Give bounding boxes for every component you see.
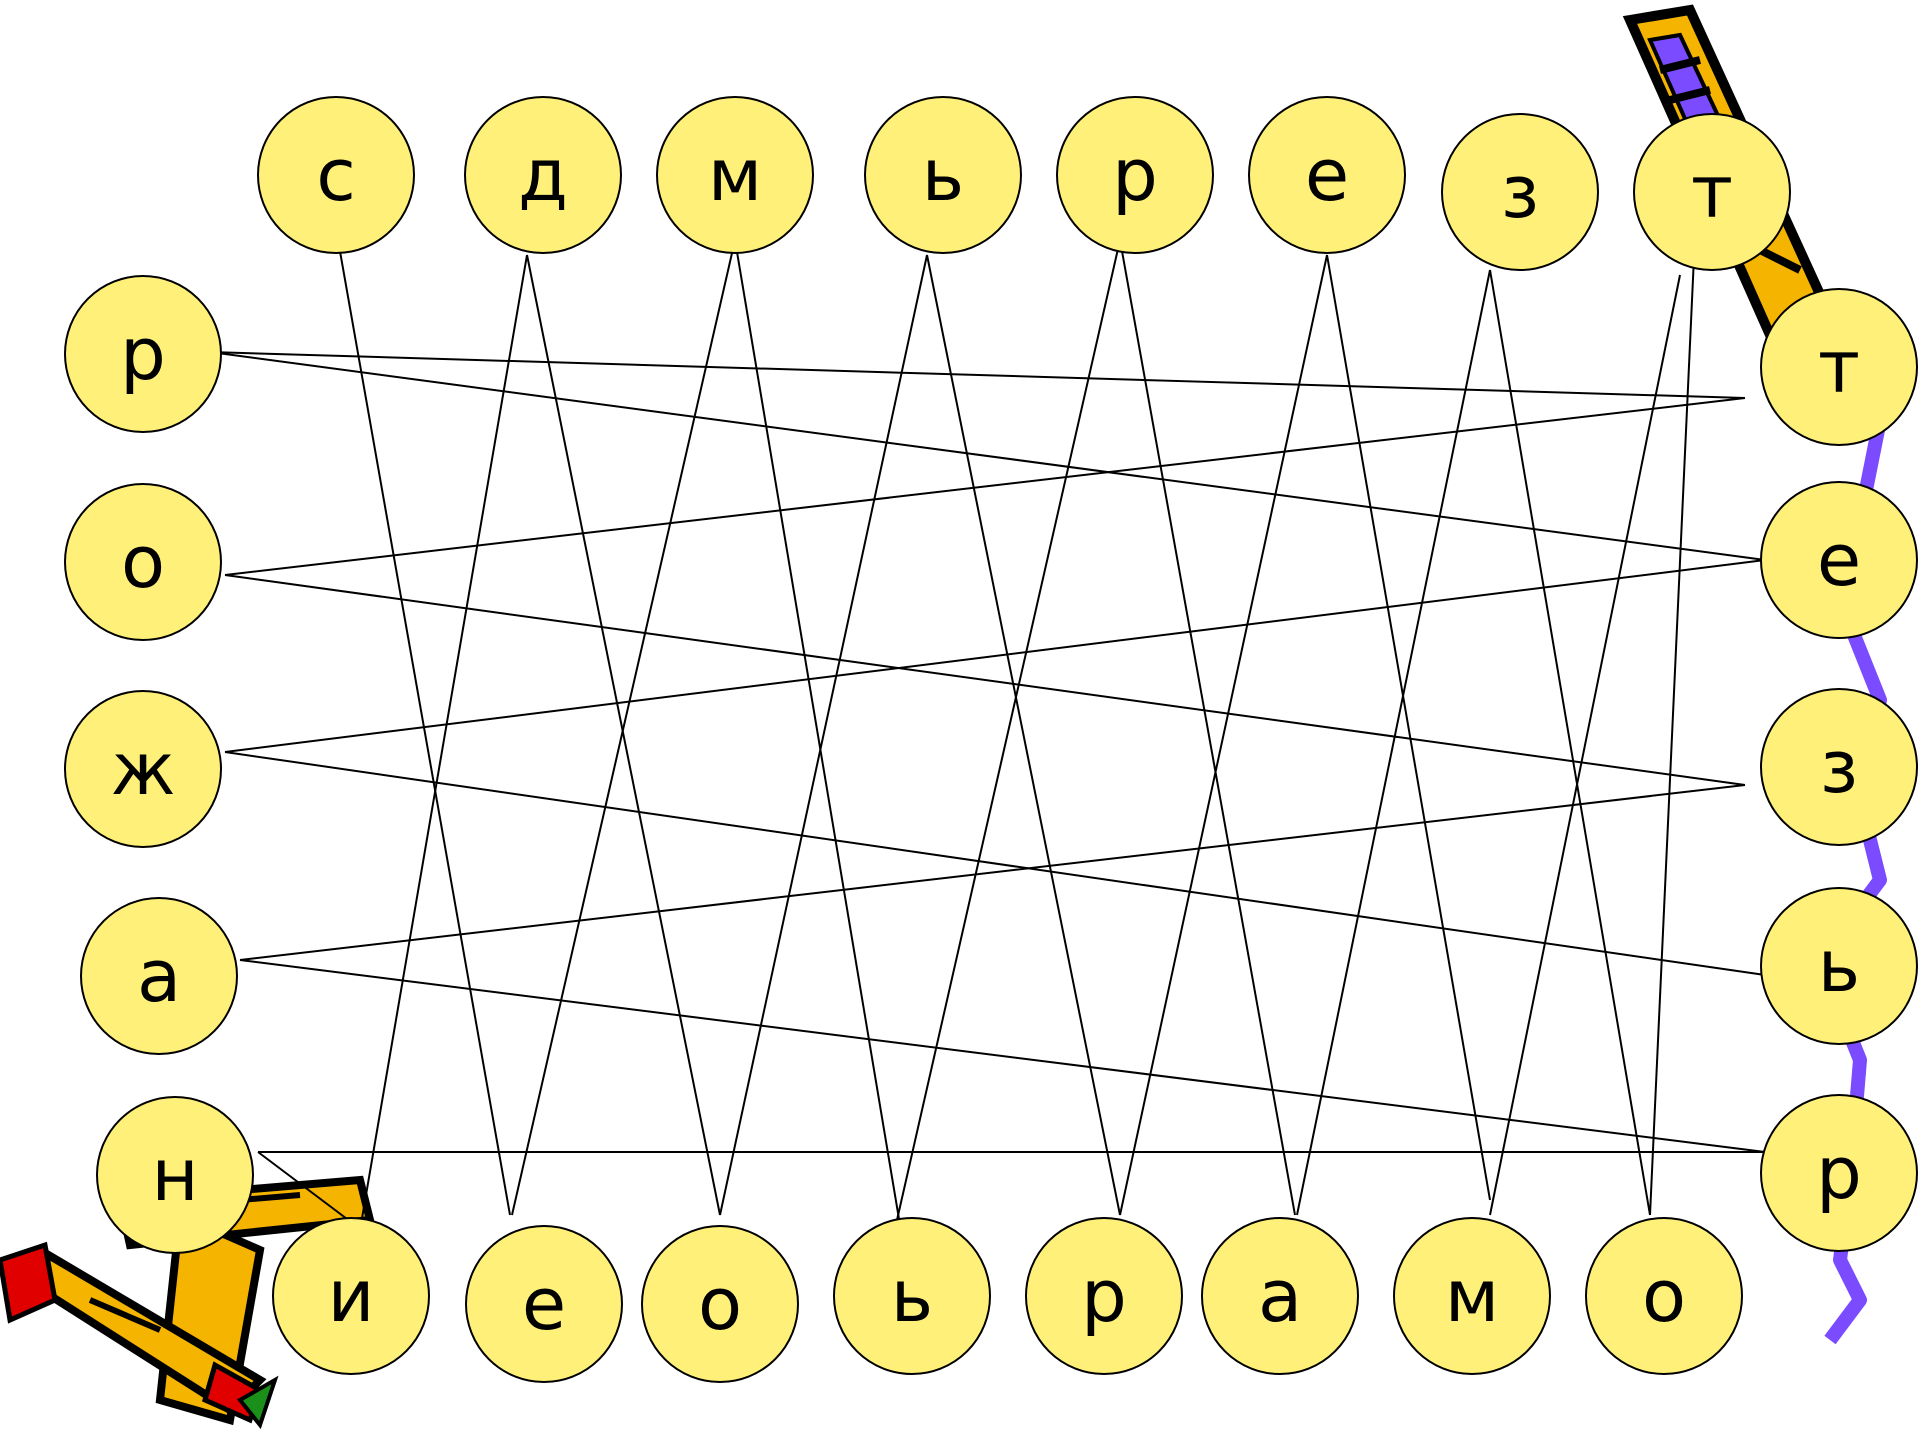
connector-line [512, 240, 735, 1215]
top-letter: е [1305, 139, 1349, 211]
top-letter-circle[interactable]: т [1633, 113, 1791, 271]
bottom-letter: о [1642, 1260, 1686, 1332]
bottom-letter-circle[interactable]: е [465, 1225, 623, 1383]
right-letter: з [1820, 731, 1858, 803]
connector-line [897, 240, 1120, 1220]
left-letter: р [120, 318, 166, 390]
right-letter: т [1818, 331, 1860, 403]
top-letter-circle[interactable]: д [464, 96, 622, 254]
bottom-letter-circle[interactable]: а [1201, 1217, 1359, 1375]
top-letter-circle[interactable]: з [1441, 113, 1599, 271]
bottom-letter-circle[interactable]: о [641, 1225, 799, 1383]
bottom-letter: ь [891, 1260, 933, 1332]
bottom-letter: и [328, 1260, 375, 1332]
bottom-letter-circle[interactable]: и [272, 1217, 430, 1375]
connector-line [1297, 270, 1490, 1215]
top-letter-circle[interactable]: м [656, 96, 814, 254]
right-letter-circle[interactable]: р [1760, 1094, 1918, 1252]
right-letter-circle[interactable]: т [1760, 288, 1918, 446]
top-letter-circle[interactable]: с [257, 96, 415, 254]
connector-line [735, 240, 900, 1225]
connector-line [210, 352, 1765, 560]
left-letter: н [151, 1139, 198, 1211]
connector-line [240, 785, 1745, 960]
connector-line [360, 255, 527, 1230]
bottom-letter: м [1445, 1260, 1499, 1332]
right-letter-circle[interactable]: з [1760, 688, 1918, 846]
connector-line [1120, 255, 1327, 1215]
top-letter-circle[interactable]: е [1248, 96, 1406, 254]
bottom-letter-circle[interactable]: ь [833, 1217, 991, 1375]
connector-line [258, 1152, 355, 1225]
bottom-letter: р [1081, 1260, 1127, 1332]
right-letter-circle[interactable]: е [1760, 481, 1918, 639]
bottom-letter: а [1258, 1260, 1302, 1332]
top-letter: м [708, 139, 762, 211]
connector-line [1650, 235, 1695, 1215]
left-letter-circle[interactable]: р [64, 275, 222, 433]
connector-line [210, 352, 1745, 398]
connector-line [927, 255, 1120, 1215]
right-letter: ь [1818, 930, 1860, 1002]
top-letter: з [1501, 156, 1539, 228]
right-letter: р [1816, 1137, 1862, 1209]
top-letter-circle[interactable]: ь [864, 96, 1022, 254]
bottom-letter: о [698, 1268, 742, 1340]
bottom-letter-circle[interactable]: р [1025, 1217, 1183, 1375]
bottom-letter: е [522, 1268, 566, 1340]
connector-line [1120, 240, 1295, 1215]
top-letter: с [316, 139, 356, 211]
top-letter: д [518, 139, 568, 211]
connector-line [1327, 255, 1490, 1200]
top-letter: р [1112, 139, 1158, 211]
left-letter: о [121, 526, 165, 598]
connector-line [720, 255, 927, 1215]
bottom-letter-circle[interactable]: о [1585, 1217, 1743, 1375]
top-letter: т [1691, 156, 1733, 228]
left-letter: а [137, 940, 181, 1012]
left-letter-circle[interactable]: ж [64, 690, 222, 848]
left-letter-circle[interactable]: н [96, 1096, 254, 1254]
left-letter-circle[interactable]: о [64, 483, 222, 641]
left-letter-circle[interactable]: а [80, 897, 238, 1055]
right-letter: е [1817, 524, 1861, 596]
top-letter: ь [922, 139, 964, 211]
right-letter-circle[interactable]: ь [1760, 887, 1918, 1045]
top-letter-circle[interactable]: р [1056, 96, 1214, 254]
left-letter: ж [111, 733, 176, 805]
bottom-letter-circle[interactable]: м [1393, 1217, 1551, 1375]
connector-line [225, 575, 1745, 785]
